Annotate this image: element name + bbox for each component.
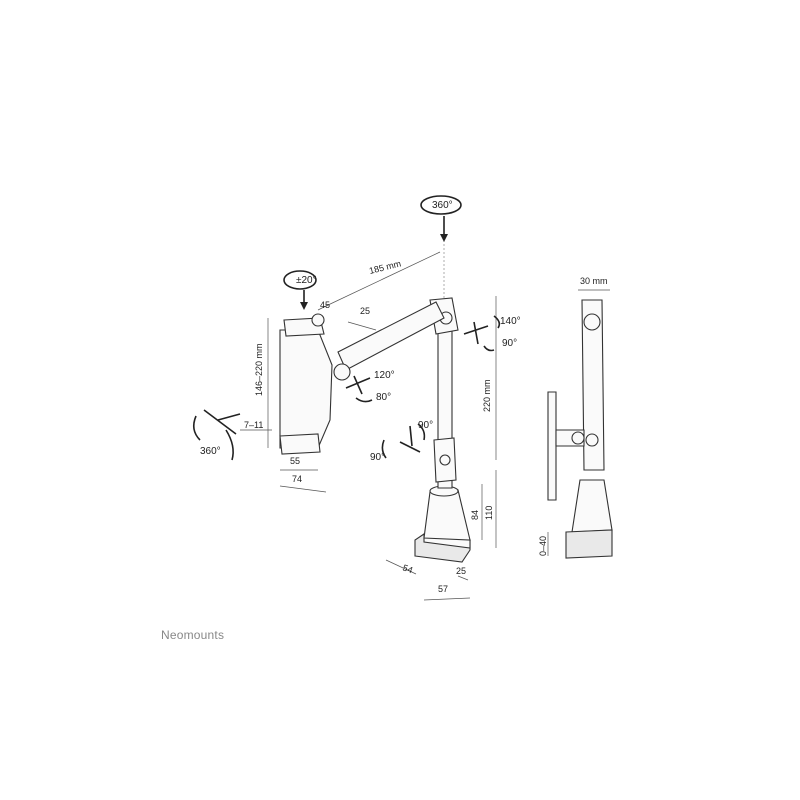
label-pole-90-b: 90° bbox=[370, 452, 385, 463]
dim-holder-range: 146–220 mm bbox=[254, 343, 264, 396]
swivel-360-icon bbox=[192, 409, 241, 461]
arm-joint-rotation-icon bbox=[345, 375, 373, 403]
dim-clamp-depth: 7–11 bbox=[244, 420, 263, 430]
arm-joint bbox=[333, 363, 351, 381]
label-elbow-90: 90° bbox=[502, 338, 517, 349]
rotate-360-top-icon bbox=[420, 195, 462, 242]
horizontal-arm bbox=[337, 301, 445, 371]
base-cone bbox=[423, 489, 471, 541]
label-base-360: 360° bbox=[432, 200, 453, 211]
side-arm bbox=[581, 299, 605, 471]
label-pole-90-a: 90° bbox=[418, 420, 433, 431]
dim-holder-outer: 74 bbox=[292, 474, 302, 484]
label-tilt-20: ±20° bbox=[296, 275, 317, 286]
side-base bbox=[571, 479, 613, 533]
dim-base-25: 25 bbox=[456, 566, 466, 576]
tilt-20-icon bbox=[283, 270, 317, 310]
dim-arm-offset: 25 bbox=[360, 306, 370, 316]
brand-logo: Neomounts bbox=[161, 628, 225, 642]
dim-base-110: 110 bbox=[484, 506, 494, 520]
dim-pole-height: 220 mm bbox=[482, 379, 492, 412]
dim-clamp-range: 0–40 bbox=[538, 536, 548, 556]
label-arm-80: 80° bbox=[376, 392, 391, 403]
dim-holder-inner: 55 bbox=[290, 456, 300, 466]
tablet-holder bbox=[279, 329, 333, 449]
elbow-rotation-icon bbox=[463, 315, 501, 352]
dim-head-offset: 45 bbox=[320, 300, 330, 310]
dim-arm-length: 185 mm bbox=[368, 258, 402, 276]
dim-base-57: 57 bbox=[438, 584, 448, 594]
pole-joint-rotation-icon bbox=[381, 423, 426, 459]
label-swivel-360: 360° bbox=[200, 446, 221, 457]
label-arm-120: 120° bbox=[374, 370, 395, 381]
dim-base-84: 84 bbox=[470, 510, 480, 520]
dim-side-width: 30 mm bbox=[580, 276, 608, 286]
dim-base-54: 54 bbox=[401, 562, 414, 575]
label-elbow-140: 140° bbox=[500, 316, 521, 327]
side-holder bbox=[547, 391, 557, 501]
